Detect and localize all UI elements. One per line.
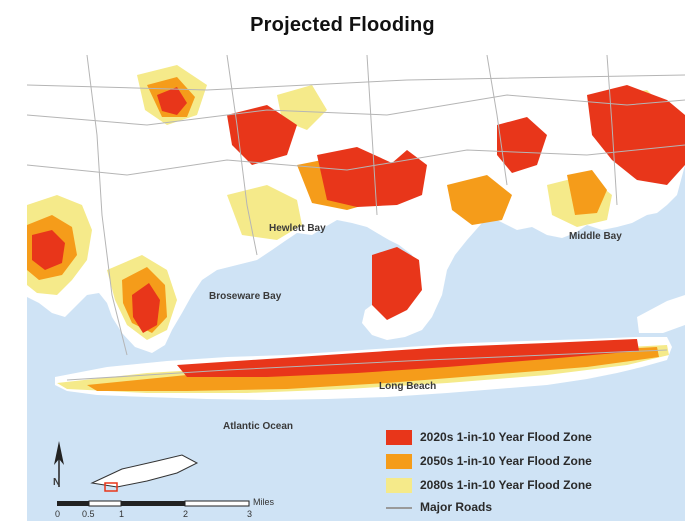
scale-tick-1: 1	[119, 509, 125, 519]
legend-label-2050s: 2050s 1-in-10 Year Flood Zone	[420, 454, 592, 468]
east-island	[637, 295, 685, 333]
legend-item-2050s: 2050s 1-in-10 Year Flood Zone	[386, 452, 592, 470]
locator-inset	[90, 454, 199, 492]
major-roads	[27, 55, 685, 381]
label-long-beach: Long Beach	[379, 381, 437, 392]
flood-map: Hewlett Bay Middle Bay Broseware Bay Lon…	[27, 55, 685, 521]
legend-swatch-2080s	[386, 477, 412, 493]
scale-tick-2: 2	[183, 509, 189, 519]
legend-label-2080s: 2080s 1-in-10 Year Flood Zone	[420, 478, 592, 492]
scale-tick-0-5: 0.5	[82, 509, 95, 519]
legend-label-2020s: 2020s 1-in-10 Year Flood Zone	[420, 430, 592, 444]
map-title: Projected Flooding	[250, 14, 435, 36]
inset-highlight-box	[104, 482, 118, 492]
label-atlantic-ocean: Atlantic Ocean	[223, 421, 294, 432]
scale-unit: Miles	[253, 497, 275, 507]
scale-bar	[57, 500, 250, 507]
legend-label-major-roads: Major Roads	[420, 500, 493, 514]
legend-item-2020s: 2020s 1-in-10 Year Flood Zone	[386, 428, 592, 446]
legend-item-major-roads: Major Roads	[386, 498, 492, 516]
label-broseware-bay: Broseware Bay	[209, 291, 282, 302]
north-arrow-icon	[54, 441, 64, 487]
legend-swatch-2050s	[386, 453, 412, 469]
compass-letter: N	[53, 477, 61, 488]
label-hewlett-bay: Hewlett Bay	[269, 223, 326, 234]
label-middle-bay: Middle Bay	[569, 231, 622, 242]
scale-tick-3: 3	[247, 509, 253, 519]
scale-tick-0: 0	[55, 509, 61, 519]
legend-swatch-major-roads	[386, 507, 412, 509]
map-canvas	[27, 55, 685, 521]
legend-swatch-2020s	[386, 429, 412, 445]
flood-zone-2020s	[32, 85, 685, 377]
legend-item-2080s: 2080s 1-in-10 Year Flood Zone	[386, 476, 592, 494]
